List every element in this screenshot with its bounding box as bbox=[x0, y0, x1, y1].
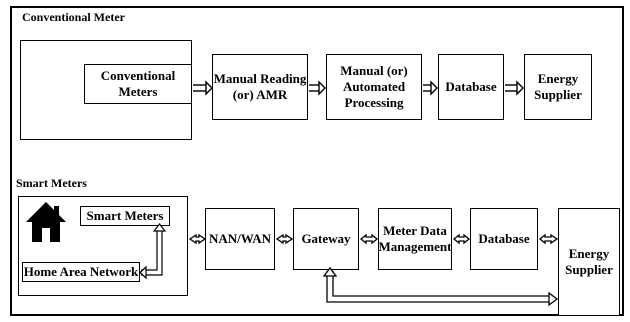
house-icon bbox=[26, 202, 66, 242]
processing-box: Manual (or) Automated Processing bbox=[326, 54, 422, 120]
smart-meters-label: Smart Meters bbox=[86, 207, 164, 223]
conventional-meters-box: Conventional Meters bbox=[84, 64, 192, 104]
meter-data-management-box: Meter Data Management bbox=[378, 208, 452, 270]
smart-meter-frame bbox=[18, 196, 188, 296]
smart-energy-supplier-box: Energy Supplier bbox=[558, 208, 620, 316]
conventional-meters-label: Conventional Meters bbox=[100, 67, 176, 99]
nan-wan-label: NAN/WAN bbox=[208, 230, 272, 246]
conventional-supplier-line-2: Supplier bbox=[534, 87, 582, 102]
mdm-line-2: Management bbox=[378, 239, 452, 254]
home-area-network-box: Home Area Network bbox=[22, 262, 140, 282]
smart-database-label: Database bbox=[478, 230, 530, 246]
smart-section-title: Smart Meters bbox=[16, 176, 87, 190]
processing-line-2: Automated bbox=[342, 78, 406, 94]
manual-reading-line-2: (or) AMR bbox=[232, 87, 288, 102]
smart-supplier-line-1: Energy bbox=[568, 245, 610, 261]
processing-line-1: Manual (or) bbox=[340, 62, 408, 78]
processing-line-3: Processing bbox=[344, 95, 404, 111]
conventional-database-box: Database bbox=[438, 54, 504, 120]
conventional-database-label: Database bbox=[445, 78, 497, 94]
gateway-label: Gateway bbox=[301, 230, 351, 246]
nan-wan-box: NAN/WAN bbox=[205, 208, 275, 270]
conventional-section-title: Conventional Meter bbox=[22, 10, 125, 24]
manual-reading-line-1: Manual Reading bbox=[213, 70, 307, 86]
conventional-energy-supplier-box: Energy Supplier bbox=[524, 54, 592, 120]
manual-reading-box: Manual Reading (or) AMR bbox=[212, 54, 308, 120]
mdm-line-1: Meter Data bbox=[383, 222, 447, 238]
gateway-box: Gateway bbox=[293, 208, 359, 270]
conventional-supplier-line-1: Energy bbox=[537, 70, 579, 86]
home-area-network-label: Home Area Network bbox=[23, 263, 139, 279]
smart-database-box: Database bbox=[470, 208, 538, 270]
smart-supplier-line-2: Supplier bbox=[565, 262, 613, 277]
smart-meters-box: Smart Meters bbox=[80, 206, 170, 226]
diagram-outer-frame bbox=[10, 6, 624, 316]
